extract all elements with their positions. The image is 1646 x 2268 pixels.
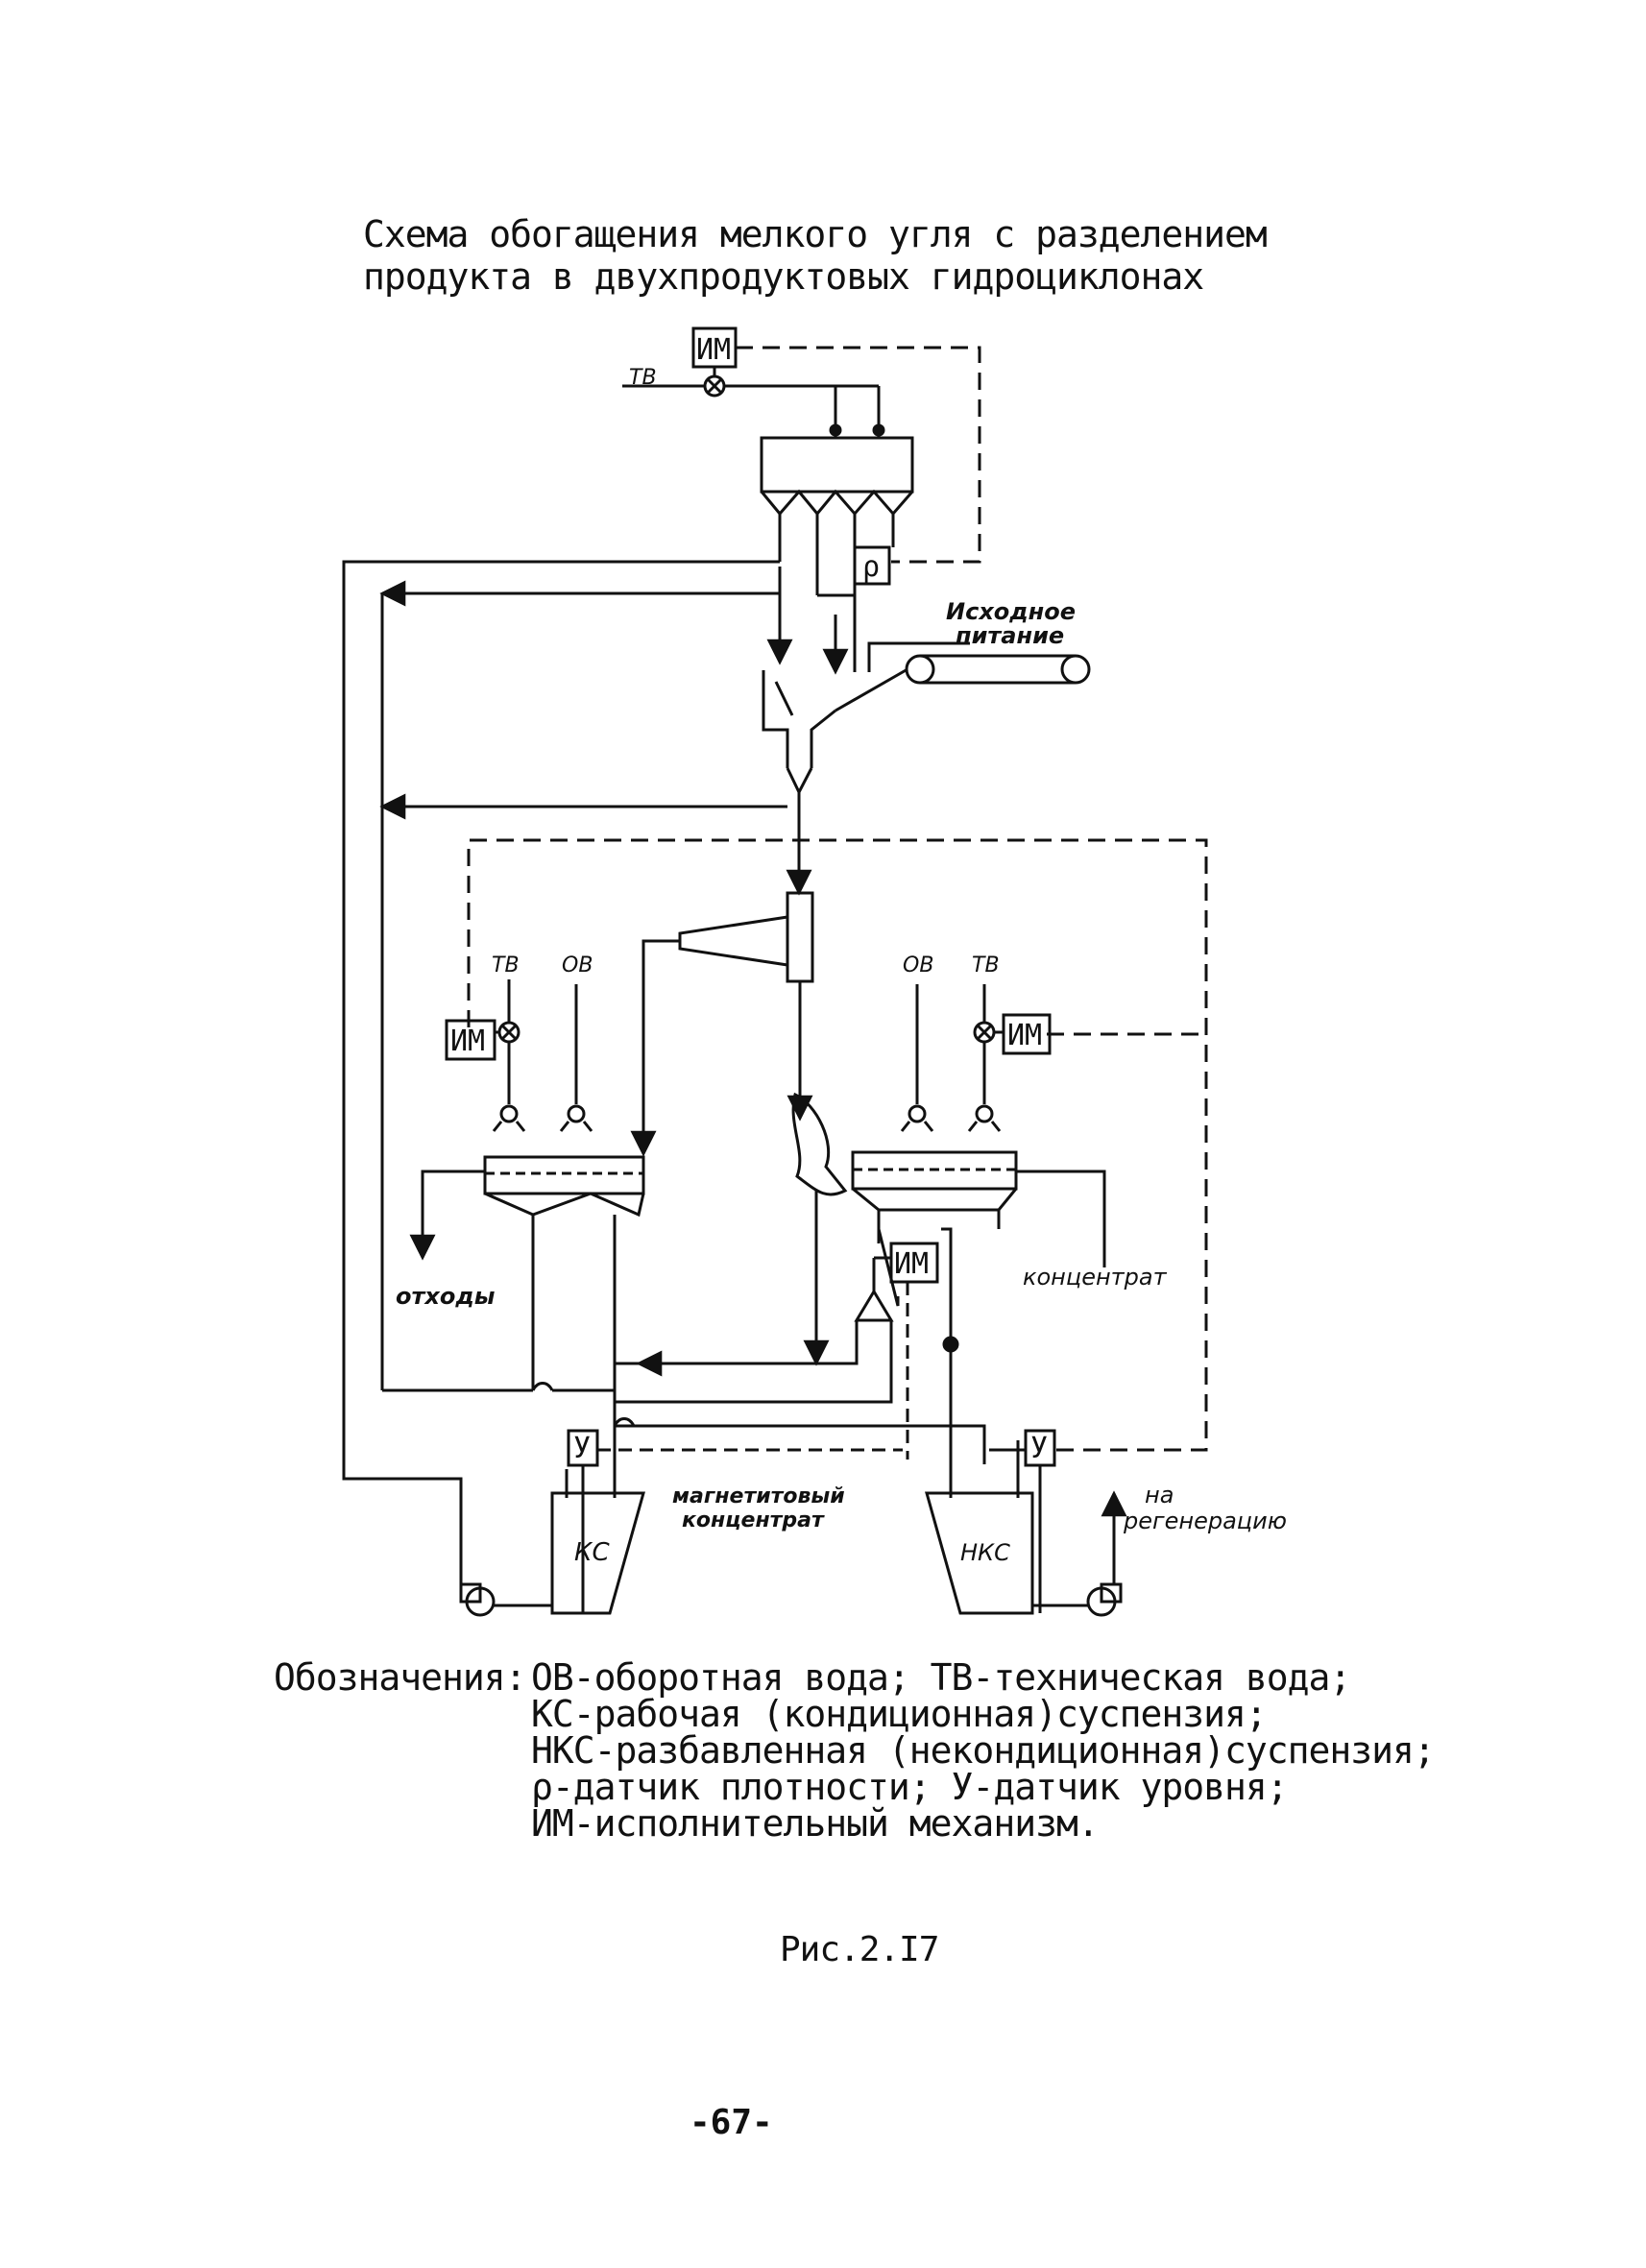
splitter-valve bbox=[854, 1289, 894, 1322]
label-im-left: ИМ bbox=[450, 1025, 485, 1058]
label-feed-2: питание bbox=[956, 622, 1064, 649]
label-rho: ρ bbox=[862, 550, 880, 584]
legend-line-1: ОВ-оборотная вода; ТВ-техническая вода; bbox=[531, 1656, 1351, 1699]
label-level-left: У bbox=[573, 1432, 591, 1465]
mixing-cone bbox=[762, 670, 836, 796]
label-magnetite-2: концентрат bbox=[682, 1508, 825, 1532]
left-im-box bbox=[445, 1019, 496, 1061]
right-im-box bbox=[1002, 1013, 1052, 1055]
hydrocyclone bbox=[678, 891, 814, 983]
label-ov-left: ОВ bbox=[562, 953, 593, 977]
label-im-top: ИМ bbox=[696, 333, 731, 367]
left-pump-icon bbox=[459, 1556, 552, 1617]
left-sprayer-tv-icon bbox=[492, 1104, 526, 1132]
label-nks: НКС bbox=[960, 1539, 1010, 1566]
legend-line-3: НКС-разбавленная (некондиционная)суспенз… bbox=[531, 1729, 1436, 1772]
density-sensor-box bbox=[853, 545, 891, 586]
label-magnetite-1: магнетитовый bbox=[672, 1484, 845, 1508]
label-ks: КС bbox=[574, 1538, 610, 1567]
label-level-right: У bbox=[1030, 1432, 1048, 1465]
label-regen-2: регенерацию bbox=[1123, 1508, 1287, 1534]
splitter-im-box bbox=[889, 1242, 939, 1284]
label-regen-1: на bbox=[1145, 1482, 1174, 1508]
right-sprayer-tv-icon bbox=[967, 1104, 1002, 1132]
label-tv-right: ТВ bbox=[972, 953, 1000, 977]
nks-tank bbox=[925, 1491, 1034, 1615]
curved-sieve bbox=[791, 1092, 848, 1196]
label-im-splitter: ИМ bbox=[894, 1247, 929, 1281]
label-waste: отходы bbox=[396, 1283, 496, 1310]
label-tv-left: ТВ bbox=[492, 953, 520, 977]
diagram-title: Схема обогащения мелкого угля с разделен… bbox=[363, 213, 1323, 298]
label-im-right: ИМ bbox=[1007, 1019, 1042, 1052]
feed-conveyor bbox=[905, 654, 1091, 685]
label-ov-right: ОВ bbox=[903, 953, 933, 977]
legend-label: Обозначения: bbox=[274, 1656, 527, 1699]
figure-caption: Рис.2.I7 bbox=[780, 1930, 939, 1969]
legend-line-4: ρ-датчик плотности; У-датчик уровня; bbox=[531, 1766, 1289, 1808]
title-line-2: продукта в двухпродуктовых гидроциклонах bbox=[363, 255, 1204, 298]
page-number: -67- bbox=[690, 2103, 773, 2142]
left-sprayer-ov-icon bbox=[559, 1104, 593, 1132]
label-tv-top: ТВ bbox=[629, 366, 657, 390]
label-concentrate: концентрат bbox=[1023, 1264, 1168, 1291]
right-sprayer-ov-icon bbox=[900, 1104, 934, 1132]
title-line-1: Схема обогащения мелкого угля с разделен… bbox=[363, 213, 1268, 255]
right-pump-icon bbox=[1032, 1503, 1123, 1617]
ks-tank bbox=[550, 1469, 645, 1615]
left-drain-screen bbox=[483, 1155, 645, 1390]
legend-line-5: ИМ-исполнительный механизм. bbox=[531, 1802, 1100, 1845]
label-feed-1: Исходное bbox=[946, 598, 1076, 625]
sump-bunker bbox=[760, 436, 914, 517]
legend-line-2: КС-рабочая (кондиционная)суспензия; bbox=[531, 1693, 1268, 1735]
